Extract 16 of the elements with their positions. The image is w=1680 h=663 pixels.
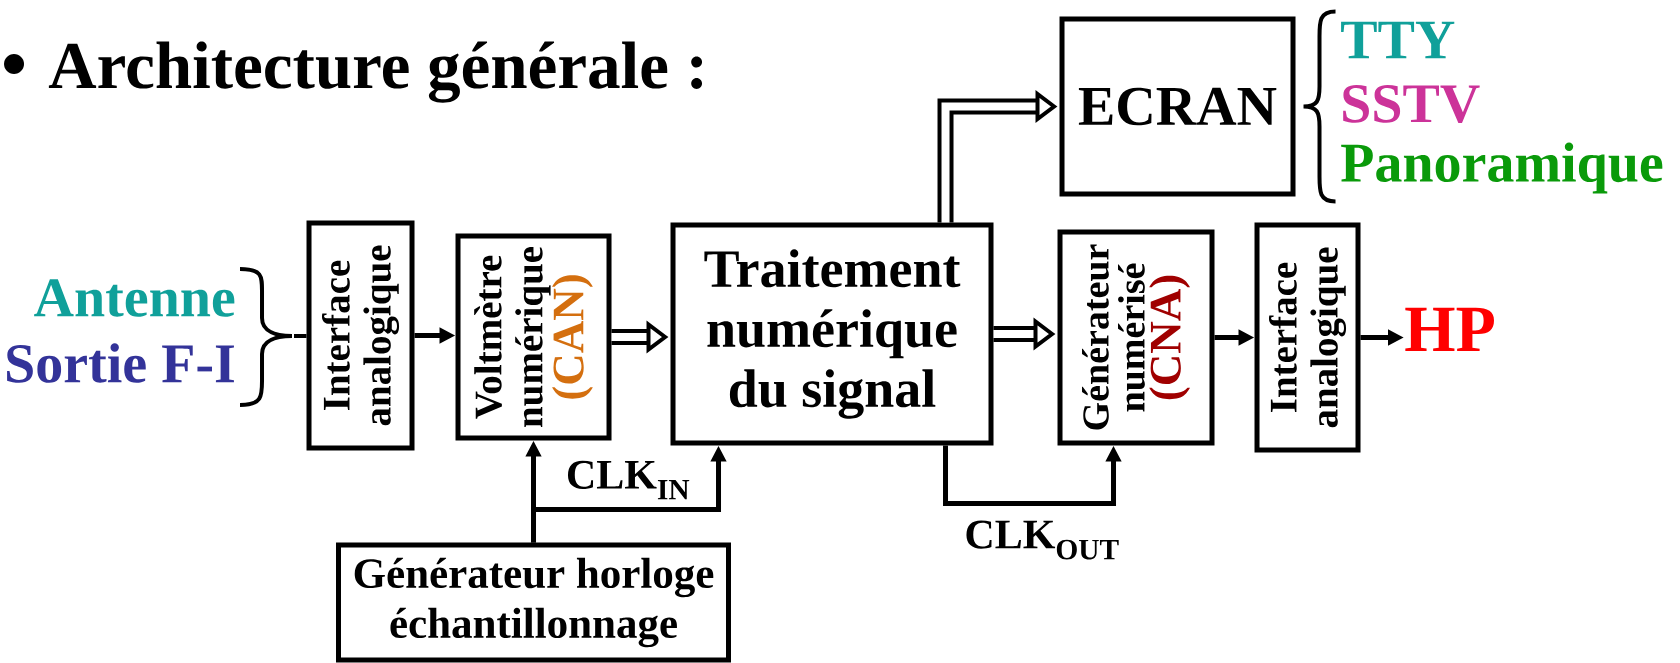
mode-label: SSTV [1343,85,1480,123]
clock-box: Générateur horloge échantillonnage [336,542,731,663]
output-label: HP [1405,307,1494,351]
brace-connector [294,334,307,338]
input-label: Antenne Sortie F-I [7,279,235,383]
mode-label: TTY [1341,21,1455,59]
converter-box: Voltmètre numérique (CAN) [455,233,612,441]
screen-box: ECRAN [1059,16,1296,197]
interface-box: Interface analogique [306,220,415,451]
converter-box: Générateur numérisé (CNA) [1057,229,1215,446]
mode-label: Panoramique [1341,142,1663,194]
title: Architecture générale : [48,41,703,103]
edge-label: CLK$_{IN}$ [564,459,692,501]
interface-box: Interface analogique [1254,222,1361,453]
edge-label: CLK$_{OUT}$ [963,519,1121,561]
processing-box: Traitement numérique du signal [670,222,994,446]
